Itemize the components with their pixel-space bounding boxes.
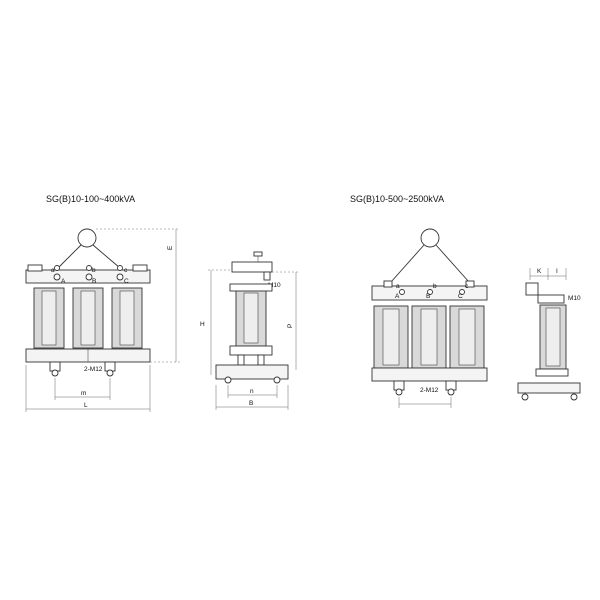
side-wheel-left-large [521, 393, 529, 401]
side-top-clamp [231, 261, 273, 273]
terminal-label-a-large: a [396, 283, 400, 290]
dim-p-label: P [287, 324, 294, 328]
coil-phase-c-inner [119, 290, 135, 346]
lifting-ring-large [420, 228, 440, 248]
side-support-left [237, 354, 245, 366]
side-terminal-label-large: M10 [568, 295, 581, 302]
terminal-bolt-c [116, 273, 124, 281]
bottom-clamp-frame-large [371, 367, 488, 382]
side-upper-clamp-large [537, 294, 565, 304]
phase-label-b: B [92, 278, 96, 285]
side-wheel-left [224, 376, 232, 384]
side-terminal [263, 271, 271, 281]
sling-right-large [435, 244, 470, 283]
dim-e-label: E [167, 245, 174, 250]
terminal-bolt-b-large [427, 289, 433, 295]
right-side-view: K I M10 [517, 268, 581, 401]
terminal-bolt-c-large [459, 289, 465, 295]
sling-right [92, 244, 121, 269]
phase-label-c: C [124, 278, 129, 285]
dim-m-label: m [81, 390, 86, 397]
side-lower-clamp-large [535, 368, 569, 377]
terminal-label-c: c [124, 267, 128, 274]
dim-n-label: n [250, 388, 254, 395]
right-front-view: SG(B)10-500~2500kVA a b c A B C 2-M12 [350, 194, 488, 408]
coil-phase-a-inner [41, 290, 57, 346]
side-wheel-right-large [570, 393, 578, 401]
phase-label-a: A [61, 278, 66, 285]
left-model-title: SG(B)10-100~400kVA [46, 194, 135, 204]
side-lower-core-clamp [229, 345, 273, 356]
side-coil-large-inner [545, 307, 561, 367]
side-base-frame-large [517, 382, 581, 394]
coil-phase-b-large-inner [420, 308, 438, 366]
left-front-view: SG(B)10-100~400kVA a b c A B C [25, 194, 180, 412]
hv-terminal-block [27, 264, 43, 272]
coil-phase-c-large-inner [458, 308, 476, 366]
right-wheel-large [447, 388, 455, 396]
terminal-bolt-b [85, 273, 93, 281]
right-wheel [106, 369, 114, 377]
terminal-bolt-a-large [399, 289, 405, 295]
lifting-ring [77, 228, 97, 248]
dim-h-label: H [200, 321, 205, 328]
lug-left-large [383, 280, 393, 288]
left-side-view: M10 H P n B [200, 251, 300, 410]
dim-i-label: I [556, 268, 558, 275]
side-top-bracket-large [525, 282, 539, 296]
terminal-label-a: a [51, 267, 55, 274]
right-model-title: SG(B)10-500~2500kVA [350, 194, 444, 204]
mount-bolt-label: 2-M12 [84, 366, 103, 373]
sling-left-large [390, 244, 425, 283]
side-terminal-label: M10 [268, 282, 281, 289]
mount-bolt-label-large: 2-M12 [420, 387, 439, 394]
coil-phase-a-large-inner [382, 308, 400, 366]
phase-label-b-large: B [426, 293, 430, 300]
side-upper-core-clamp [229, 283, 273, 292]
lug-right-large [465, 280, 475, 288]
sling-left [57, 244, 82, 269]
side-lifting-lug-head [253, 251, 263, 257]
coil-phase-b-inner [80, 290, 96, 346]
side-base-frame [215, 364, 289, 380]
terminal-bolt-upper-c [117, 265, 123, 271]
side-coil-inner [243, 292, 259, 344]
left-wheel [51, 369, 59, 377]
terminal-bolt-upper-b [86, 265, 92, 271]
lv-terminal-block [132, 264, 148, 272]
terminal-bolt-a [53, 273, 61, 281]
phase-label-c-large: C [458, 293, 463, 300]
dim-b-label: B [249, 400, 253, 407]
phase-label-a-large: A [395, 293, 400, 300]
dim-l-label: L [84, 402, 88, 409]
left-wheel-large [395, 388, 403, 396]
terminal-label-b: b [92, 267, 96, 274]
terminal-label-b-large: b [433, 283, 437, 290]
dim-k-label: K [537, 268, 542, 275]
side-support-right [257, 354, 265, 366]
terminal-label-c-large: c [465, 283, 469, 290]
terminal-bolt-upper-a [54, 265, 60, 271]
side-wheel-right [273, 376, 281, 384]
